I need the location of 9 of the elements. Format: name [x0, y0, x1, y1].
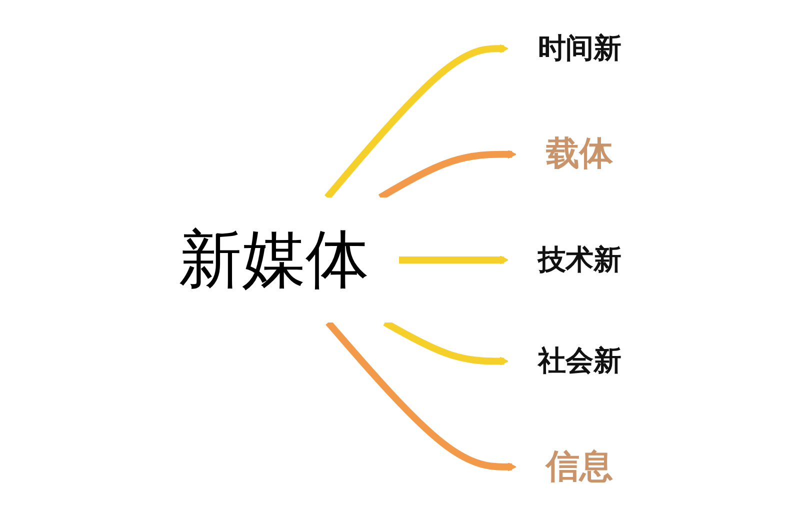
arrow: [399, 256, 509, 264]
node-text: 技术新: [538, 243, 622, 276]
node-text: 时间新: [538, 32, 622, 65]
arrow: [326, 320, 516, 472]
node-text: 新媒体: [178, 223, 370, 297]
node-text: 载体: [546, 134, 614, 174]
node-text: 社会新: [538, 344, 622, 378]
node-text: 信息: [546, 446, 614, 486]
arrow: [324, 44, 509, 200]
